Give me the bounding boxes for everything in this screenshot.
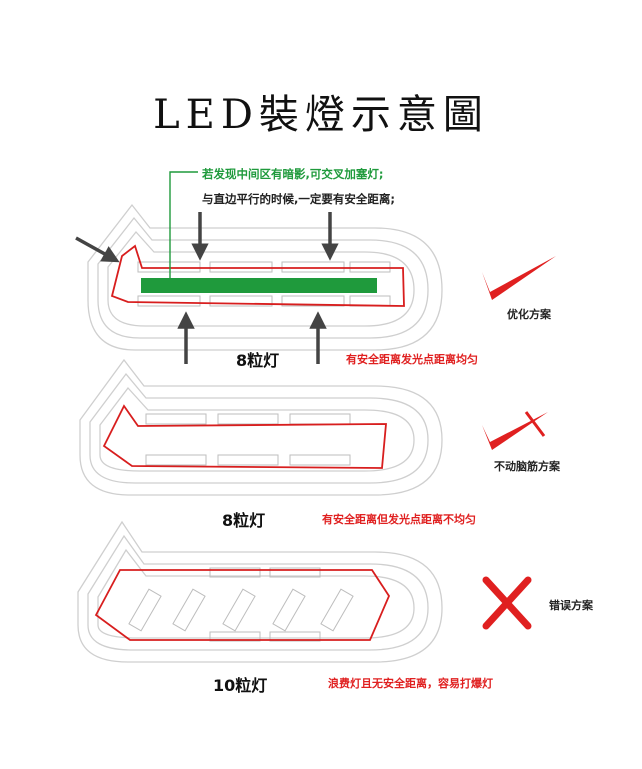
panel-3-caption: 浪费灯且无安全距离，容易打爆灯 (328, 677, 493, 690)
panel-3-count: 10粒灯 (213, 676, 268, 695)
panel-2-led-modules (145, 413, 351, 466)
panel-1-led-path (110, 244, 405, 307)
panel-2-plan-label: 不动脑筋方案 (494, 460, 560, 473)
green-leader-line (169, 171, 198, 278)
panel-3-plan-label: 错误方案 (549, 599, 593, 612)
panel-2-led-path (102, 404, 387, 469)
panel-1-count: 8粒灯 (236, 351, 280, 370)
panel-2-count: 8粒灯 (222, 511, 266, 530)
check-cross-icon (482, 411, 548, 450)
note-safe-distance: 与直边平行的时候,一定要有安全距离; (202, 192, 395, 206)
note-dark-shadow: 若发现中间区有暗影,可交叉加塞灯; (202, 167, 384, 181)
panel-1-led-modules (137, 261, 391, 307)
page-title: LED裝燈示意圖 (153, 92, 489, 138)
shadow-fill-bar (141, 278, 377, 293)
panel-1-housing (87, 203, 443, 351)
panel-3-led-modules (128, 567, 354, 642)
panel-2-caption: 有安全距离但发光点距离不均匀 (322, 513, 476, 526)
check-mark-icon (482, 256, 556, 300)
panel-1-arrows (75, 212, 339, 364)
panel-3-led-path (94, 569, 391, 641)
cross-mark-icon (482, 576, 532, 630)
panel-3-housing (77, 520, 443, 663)
panel-1-caption: 有安全距离发光点距离均匀 (346, 353, 478, 366)
panel-1-plan-label: 优化方案 (507, 308, 551, 321)
panel-2-housing (79, 358, 443, 496)
